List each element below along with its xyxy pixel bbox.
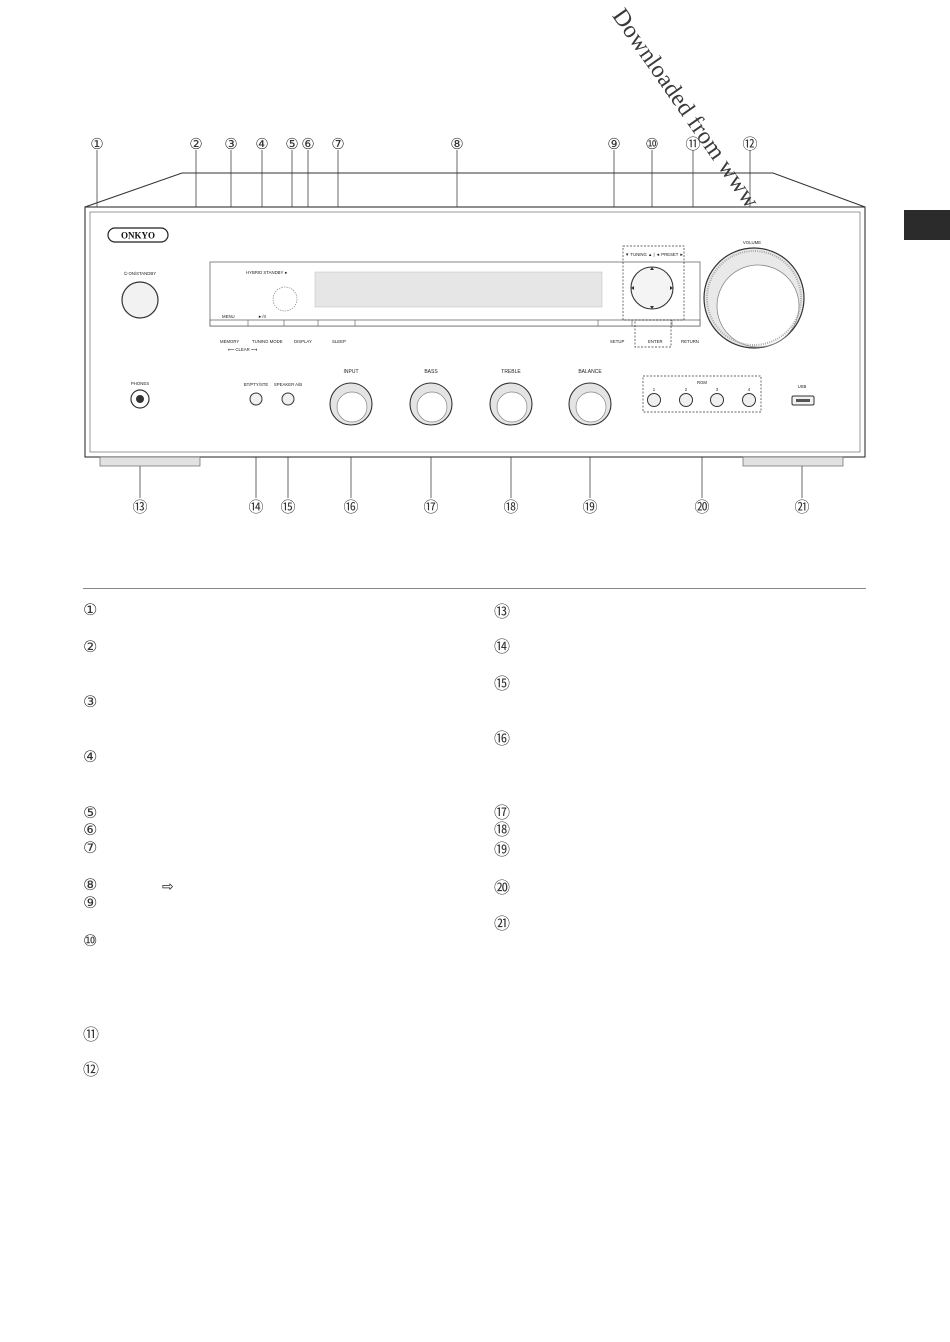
rgm-button-1[interactable] [647, 393, 661, 407]
svg-text:⑱: ⑱ [503, 498, 518, 516]
list-marker: ⑧ [83, 875, 98, 894]
button-strip [209, 319, 701, 327]
brand-label: ONKYO [121, 231, 155, 241]
list-marker: ④ [83, 747, 98, 766]
svg-text:4: 4 [748, 387, 751, 392]
svg-text:⑰: ⑰ [423, 498, 438, 516]
list-marker: ⑪ [83, 1025, 100, 1044]
list-marker: ⑲ [494, 840, 511, 859]
list-marker: ⑫ [83, 1060, 100, 1079]
bt-pty-button[interactable] [249, 392, 263, 406]
speaker-ab-label: SPEAKER A/B [274, 382, 302, 387]
svg-text:1: 1 [653, 387, 656, 392]
tuning-preset-label: ▼ TUNING ▲ | ◄ PRESET ► [625, 252, 684, 257]
list-marker: ⑦ [83, 838, 98, 857]
list-marker: ⑬ [494, 602, 511, 621]
foot-left [99, 456, 201, 467]
speaker-ab-button[interactable] [281, 392, 295, 406]
play-pause-label: ►/II [258, 314, 266, 319]
on-standby-label: ⏻ ON/STANDBY [124, 271, 156, 276]
svg-text:⑳: ⑳ [694, 498, 709, 516]
input-label: INPUT [344, 369, 359, 375]
usb-label: USB [798, 384, 807, 389]
list-marker: ⑨ [83, 893, 98, 912]
svg-text:②: ② [189, 135, 202, 153]
tuning-mode-label: TUNING MODE [252, 339, 283, 344]
list-marker: ⑩ [83, 931, 98, 950]
setup-label: SETUP [610, 339, 624, 344]
treble-label: TREBLE [501, 369, 521, 375]
svg-text:⑮: ⑮ [280, 498, 295, 516]
svg-text:⑲: ⑲ [582, 498, 597, 516]
return-label: RETURN [681, 339, 699, 344]
enter-label: ENTER [648, 339, 663, 344]
clear-label: ⟵ CLEAR ⟶ [228, 347, 257, 352]
sleep-label: SLEEP [332, 339, 346, 344]
rgm-button-2[interactable] [679, 393, 693, 407]
list-marker: ⑱ [494, 820, 511, 839]
section-tab [904, 210, 950, 240]
list-marker: ① [83, 600, 98, 619]
svg-text:⑩: ⑩ [645, 135, 658, 153]
section-divider [83, 588, 866, 589]
list-marker: ⑥ [83, 820, 98, 839]
rgm-button-3[interactable] [710, 393, 724, 407]
svg-text:⑥: ⑥ [301, 135, 314, 153]
list-marker: ② [83, 637, 98, 656]
rgm-button-4[interactable] [742, 393, 756, 407]
svg-text:⑪: ⑪ [685, 135, 700, 153]
svg-text:④: ④ [255, 135, 268, 153]
list-marker: ⑤ [83, 803, 98, 822]
list-marker: ⑰ [494, 803, 511, 822]
memory-label: MEMORY [220, 339, 239, 344]
cursor-dial[interactable] [630, 266, 674, 310]
bass-label: BASS [424, 369, 438, 375]
see-page-arrow-icon: ⇨ [162, 879, 174, 895]
phones-label: PHONES [131, 381, 149, 386]
list-marker: ③ [83, 692, 98, 711]
display-screen [314, 271, 603, 308]
hybrid-standby-label: HYBRID STANDBY ● [246, 270, 288, 275]
svg-text:⑫: ⑫ [742, 135, 757, 153]
bt-pty-label: BT/PTY/STE [244, 382, 269, 387]
svg-text:⑬: ⑬ [132, 498, 147, 516]
svg-text:⑧: ⑧ [450, 135, 463, 153]
svg-text:3: 3 [716, 387, 719, 392]
balance-label: BALANCE [578, 369, 602, 375]
svg-text:③: ③ [224, 135, 237, 153]
power-button[interactable] [121, 281, 159, 319]
list-marker: ⑯ [494, 729, 511, 748]
onkyo-logo [107, 227, 169, 243]
svg-text:⑤: ⑤ [285, 135, 298, 153]
volume-label: VOLUME [743, 240, 761, 245]
svg-text:⑭: ⑭ [248, 498, 263, 516]
svg-text:⑯: ⑯ [343, 498, 358, 516]
list-marker: ⑮ [494, 674, 511, 693]
svg-text:⑦: ⑦ [331, 135, 344, 153]
svg-text:①: ① [90, 135, 103, 153]
rgm-label: RGM [697, 380, 707, 385]
list-marker: ⑭ [494, 637, 511, 656]
foot-right [742, 456, 844, 467]
remote-sensor [272, 286, 298, 312]
svg-text:㉑: ㉑ [794, 498, 809, 516]
display-label: DISPLAY [294, 339, 312, 344]
list-marker: ⑳ [494, 878, 511, 897]
callout-numbers: ① ② ③ ④ ⑤ ⑥ ⑦ ⑧ ⑨ ⑩ ⑪ ⑫ ⑬ ⑭ ⑮ ⑯ ⑰ ⑱ ⑲ ⑳ … [90, 135, 809, 516]
menu-label: MENU [222, 314, 235, 319]
svg-text:2: 2 [685, 387, 688, 392]
svg-text:⑨: ⑨ [607, 135, 620, 153]
list-marker: ㉑ [494, 914, 511, 933]
front-panel-diagram: ONKYO ⏻ ON/STANDBY HYBRID STANDBY ● MENU… [84, 135, 866, 516]
